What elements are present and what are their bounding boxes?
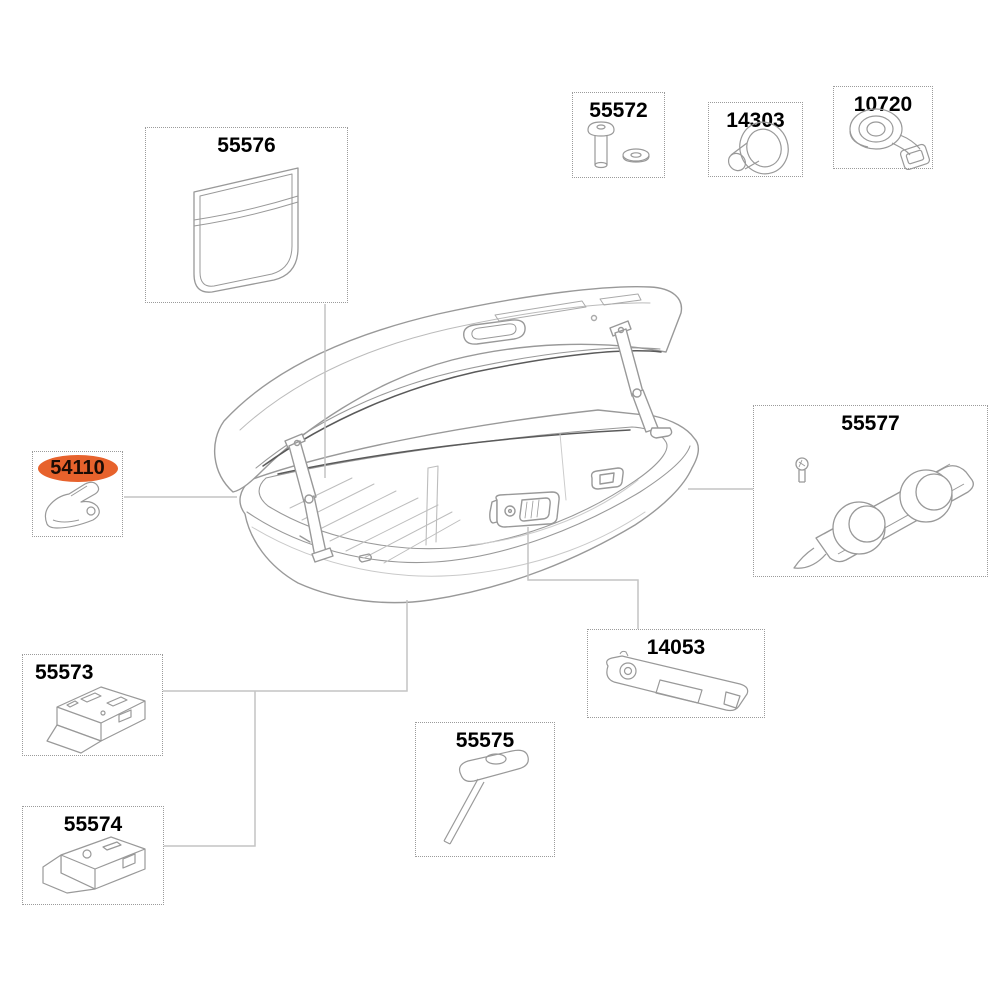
part-label-14053: 14053 <box>646 636 706 659</box>
hex-key-icon <box>416 723 556 858</box>
part-label-55575: 55575 <box>455 729 515 752</box>
connector-lines <box>124 304 753 846</box>
part-box-55577[interactable]: 55577 <box>753 405 988 577</box>
part-box-55576[interactable]: 55576 <box>145 127 348 303</box>
bolt-washer-icon <box>573 93 666 179</box>
part-label-55577: 55577 <box>841 412 900 435</box>
part-box-55572[interactable]: 55572 <box>572 92 665 178</box>
lock-plate-icon <box>588 630 766 719</box>
part-label-14303: 14303 <box>726 109 785 132</box>
part-label-55574: 55574 <box>63 813 123 836</box>
part-box-55574[interactable]: 55574 <box>22 806 164 905</box>
grommet-icon <box>709 103 804 178</box>
strap-icon <box>834 87 934 170</box>
part-box-54110[interactable]: 54110 <box>32 451 123 537</box>
part-box-10720[interactable]: 10720 <box>833 86 933 169</box>
part-box-14303[interactable]: 14303 <box>708 102 803 177</box>
part-label-54110: 54110 <box>50 457 105 479</box>
part-label-55572: 55572 <box>589 99 648 122</box>
storage-pocket-icon <box>186 162 321 300</box>
mounting-base-icon <box>23 655 164 757</box>
part-label-55573: 55573 <box>35 661 94 684</box>
part-box-55575[interactable]: 55575 <box>415 722 555 857</box>
part-box-14053[interactable]: 14053 <box>587 629 765 718</box>
mounting-bracket-icon <box>23 807 165 906</box>
highlight-badge: 54110 <box>37 455 118 482</box>
roller-bracket-icon <box>754 406 989 578</box>
part-box-55573[interactable]: 55573 <box>22 654 163 756</box>
part-label-55576: 55576 <box>217 134 276 157</box>
strap-buckle-icon <box>33 452 124 538</box>
